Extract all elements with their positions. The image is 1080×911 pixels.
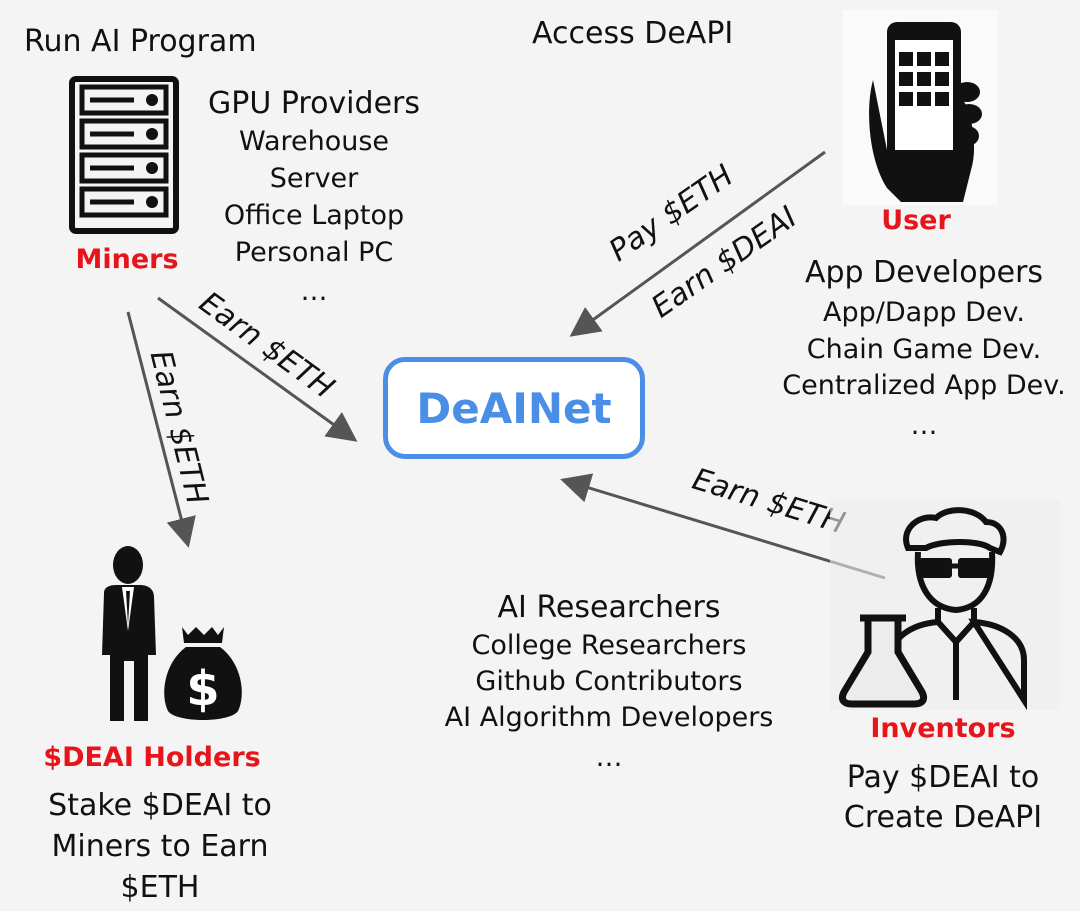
businessman-with-money-bag-icon: $ xyxy=(102,546,242,721)
run-ai-heading: Run AI Program xyxy=(24,24,257,59)
user-label: User xyxy=(881,205,951,236)
gpu-providers-title: GPU Providers xyxy=(208,86,420,121)
gpu-provider-item: Personal PC xyxy=(234,237,394,268)
arrow-miners-to-holders xyxy=(126,311,196,548)
hand-holding-phone-icon xyxy=(843,10,998,205)
ai-researcher-item: AI Algorithm Developers xyxy=(444,702,774,733)
ai-researcher-item: Github Contributors xyxy=(475,666,743,697)
miners-label: Miners xyxy=(75,244,179,275)
ai-researcher-item: College Researchers xyxy=(471,630,747,661)
app-developers-title: App Developers xyxy=(804,255,1044,290)
holders-note-line: Miners to Earn xyxy=(51,829,269,864)
inventors-label: Inventors xyxy=(870,713,1016,744)
inventors-note-line: Pay $DEAI to xyxy=(846,760,1040,795)
ai-researcher-item: … xyxy=(595,742,623,773)
gpu-provider-item: Server xyxy=(269,163,359,194)
app-developer-item: Chain Game Dev. xyxy=(806,334,1042,365)
gpu-provider-item: … xyxy=(300,276,328,307)
ai-researchers-title: AI Researchers xyxy=(497,590,721,625)
svg-text:$: $ xyxy=(186,661,219,717)
holders-note-line: Stake $DEAI to xyxy=(48,788,272,823)
server-rack-icon xyxy=(69,76,179,234)
scientist-with-flask-icon xyxy=(830,500,1060,710)
gpu-provider-item: Warehouse xyxy=(238,126,390,157)
arrow-miners-to-net xyxy=(157,296,358,442)
dealnet-label: DeAINet xyxy=(416,383,612,433)
access-deapi-heading: Access DeAPI xyxy=(532,16,734,51)
holders-label: $DEAI Holders xyxy=(43,742,261,773)
gpu-provider-item: Office Laptop xyxy=(223,200,405,231)
app-developer-item: App/Dapp Dev. xyxy=(823,297,1025,328)
app-developer-item: … xyxy=(910,410,938,441)
dealnet-node: DeAINet xyxy=(383,357,645,459)
inventors-note-line: Create DeAPI xyxy=(843,800,1043,835)
arrow-user-to-net xyxy=(569,150,826,337)
app-developer-item: Centralized App Dev. xyxy=(782,370,1066,401)
holders-note-line: $ETH xyxy=(120,870,200,905)
